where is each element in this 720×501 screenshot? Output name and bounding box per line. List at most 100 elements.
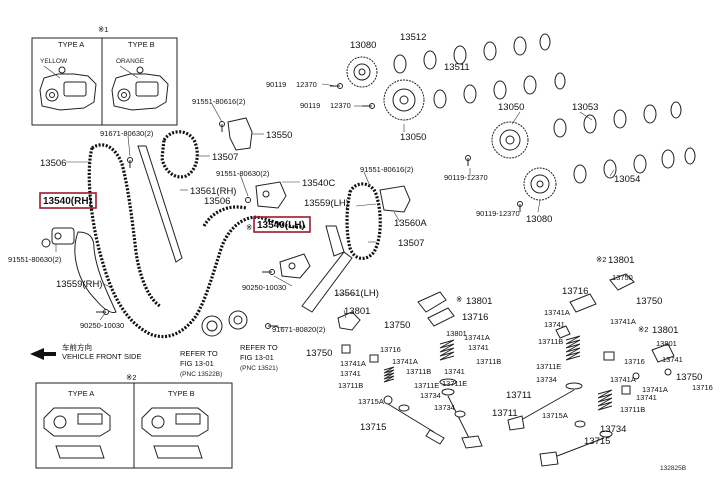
callout-13750-e: 13750 (612, 273, 633, 282)
callout-13741a-g: 13741A (642, 385, 668, 394)
cam-timing-gear-13080-top (347, 57, 377, 87)
callout-13741-a: 13741 (544, 320, 565, 329)
callout-13750-c: 13750 (306, 348, 332, 359)
refer-2-line2: FIG 13-01 (240, 353, 274, 362)
callout-13801-b: 13801 (608, 255, 634, 266)
callout-13560a: 13560A (394, 218, 427, 229)
timing-chain-13507-right (347, 184, 380, 258)
inset-top-mark: ※1 (98, 25, 108, 34)
refer-1-line1: REFER TO (180, 349, 218, 358)
callout-13750-a: 13750 (636, 296, 662, 307)
callout-90119-c: 90119-12370 (444, 173, 488, 182)
chain-tensioner-13540c (256, 182, 286, 208)
timing-chain-13507-top (162, 132, 197, 177)
callout-91551-r: 91551-80616(2) (360, 165, 414, 174)
callout-13711b-d: 13711B (620, 405, 645, 414)
chain-guide-lh (302, 252, 352, 312)
callout-13080-top: 13080 (350, 40, 376, 51)
callout-13711-a: 13711 (492, 408, 518, 419)
left-timing-chain-group (42, 118, 410, 337)
callout-90250-b: 90250-10030 (80, 321, 124, 330)
rocker-type-b-drawing (142, 408, 208, 458)
callout-13715a-a: 13715A (358, 397, 384, 406)
callout-90119-b: 90119 (300, 101, 320, 110)
callout-13741a-e: 13741A (392, 357, 418, 366)
callout-13734-a: 13734 (420, 391, 441, 400)
callout-13741a-a: 13741A (544, 308, 570, 317)
refer-1-line2: FIG 13-01 (180, 359, 214, 368)
vehicle-front-indicator: 车前方向 VEHICLE FRONT SIDE (30, 342, 141, 361)
callout-13716-e: 13716 (692, 383, 713, 392)
cam-timing-gear-13080-lower (524, 168, 556, 200)
vehicle-front-label-en: VEHICLE FRONT SIDE (62, 352, 141, 361)
callout-13540-lh[interactable]: 13540(LH) (257, 220, 305, 231)
crank-sprocket (202, 316, 222, 336)
callout-13050-b: 13050 (498, 102, 524, 113)
valve-train (342, 274, 674, 466)
callout-13741-f: 13741 (662, 355, 683, 364)
callout-13715a-b: 13715A (542, 411, 568, 420)
chain-tensioner-rh (42, 228, 74, 247)
callout-13750-b: 13750 (384, 320, 410, 331)
callout-13711e-a: 13711E (414, 381, 439, 390)
callout-13734-c: 13734 (536, 375, 557, 384)
callout-13715-b: 13715 (584, 436, 610, 447)
callout-13711b-b: 13711B (338, 381, 363, 390)
callout-12370-b: 12370 (330, 101, 351, 110)
callout-13506-left: 13506 (40, 158, 66, 169)
callout-13801-f: 13801 (656, 339, 677, 348)
callout-13716-d: 13716 (624, 357, 645, 366)
cam-timing-gear-13050-top (384, 80, 424, 120)
callout-13511: 13511 (444, 62, 470, 73)
callout-13559-rh: 13559(RH) (56, 279, 102, 290)
callout-13507-top: 13507 (212, 152, 238, 163)
inset-top-orange: ORANGE (116, 58, 145, 65)
chain-tensioner-lh (280, 254, 310, 278)
chain-slipper-lh (326, 226, 344, 256)
camshafts (330, 34, 700, 212)
callout-13711-b: 13711 (506, 390, 532, 401)
refer-1-line3: (PNC 13522B) (180, 371, 222, 378)
callout-13741-c: 13741 (340, 369, 361, 378)
callout-13741a-b: 13741A (610, 317, 636, 326)
inset-bottom-type-a: TYPE A (68, 389, 94, 398)
callout-13801-c: 13801 (652, 325, 678, 336)
callout-12370-a: 12370 (296, 80, 317, 89)
idler-sprocket (229, 311, 247, 329)
callout-13054: 13054 (614, 174, 640, 185)
callout-13716-c: 13716 (380, 345, 401, 354)
callout-13801-c-mark: ※2 (638, 325, 648, 334)
callout-91551-mid: 91551-80630(2) (216, 169, 270, 178)
callout-13711b-c: 13711B (406, 367, 431, 376)
chain-damper-13550 (228, 118, 252, 150)
tensioner-type-b-drawing (112, 66, 168, 110)
callout-13741a-d: 13741A (340, 359, 366, 368)
callout-13559-lh: 13559(LH) (304, 198, 349, 209)
callout-13711b-e: 13711B (538, 337, 563, 346)
callout-13801-e: 13801 (446, 329, 467, 338)
inset-rocker-types: ※2 TYPE A TYPE B (36, 373, 232, 468)
timing-chain-lh-upper (204, 207, 246, 226)
callout-13540-rh[interactable]: 13540(RH) (43, 196, 92, 207)
callout-13540-lh-mark: ※ (246, 223, 252, 232)
callout-13080-b: 13080 (526, 214, 552, 225)
inset-top-yellow: YELLOW (40, 58, 68, 65)
callout-13711e-c: 13711E (536, 362, 561, 371)
refer-2-line3: (PNC 13521) (240, 365, 278, 372)
inset-top-type-a: TYPE A (58, 40, 84, 49)
callout-13540c: 13540C (302, 178, 335, 189)
callout-13750-d: 13750 (676, 372, 702, 383)
callout-13050-a: 13050 (400, 132, 426, 143)
callout-13715-a: 13715 (360, 422, 386, 433)
bracket-13560a (380, 186, 410, 212)
rocker-type-a-drawing (44, 408, 110, 458)
refer-2-line1: REFER TO (240, 343, 278, 352)
chain-slipper-rh (75, 232, 116, 313)
callout-13711b-a: 13711B (476, 357, 501, 366)
callout-13801-d: 13801 (466, 296, 492, 307)
callout-13716-a: 13716 (562, 286, 588, 297)
cam-timing-gear-13050-lower (492, 122, 528, 158)
callout-13801-b-mark: ※2 (596, 255, 606, 264)
